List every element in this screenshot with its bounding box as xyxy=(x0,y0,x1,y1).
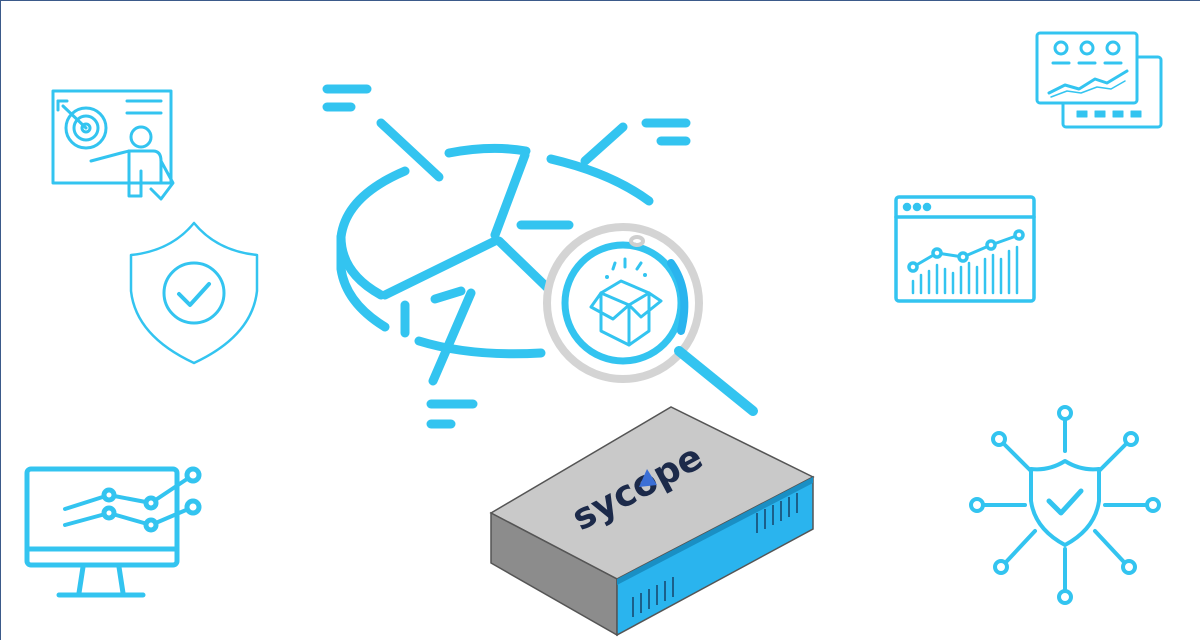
target-presentation-icon xyxy=(51,89,175,201)
brand-logo-mark xyxy=(639,469,657,487)
appliance-device-icon: sycope xyxy=(489,406,815,637)
dashboard-windows-icon xyxy=(1035,31,1163,129)
magnifier-box-icon xyxy=(543,223,758,416)
shield-check-icon xyxy=(129,221,259,365)
monitor-line-chart-icon xyxy=(24,466,202,598)
browser-bar-chart-icon xyxy=(894,195,1036,303)
network-shield-icon xyxy=(969,405,1161,605)
